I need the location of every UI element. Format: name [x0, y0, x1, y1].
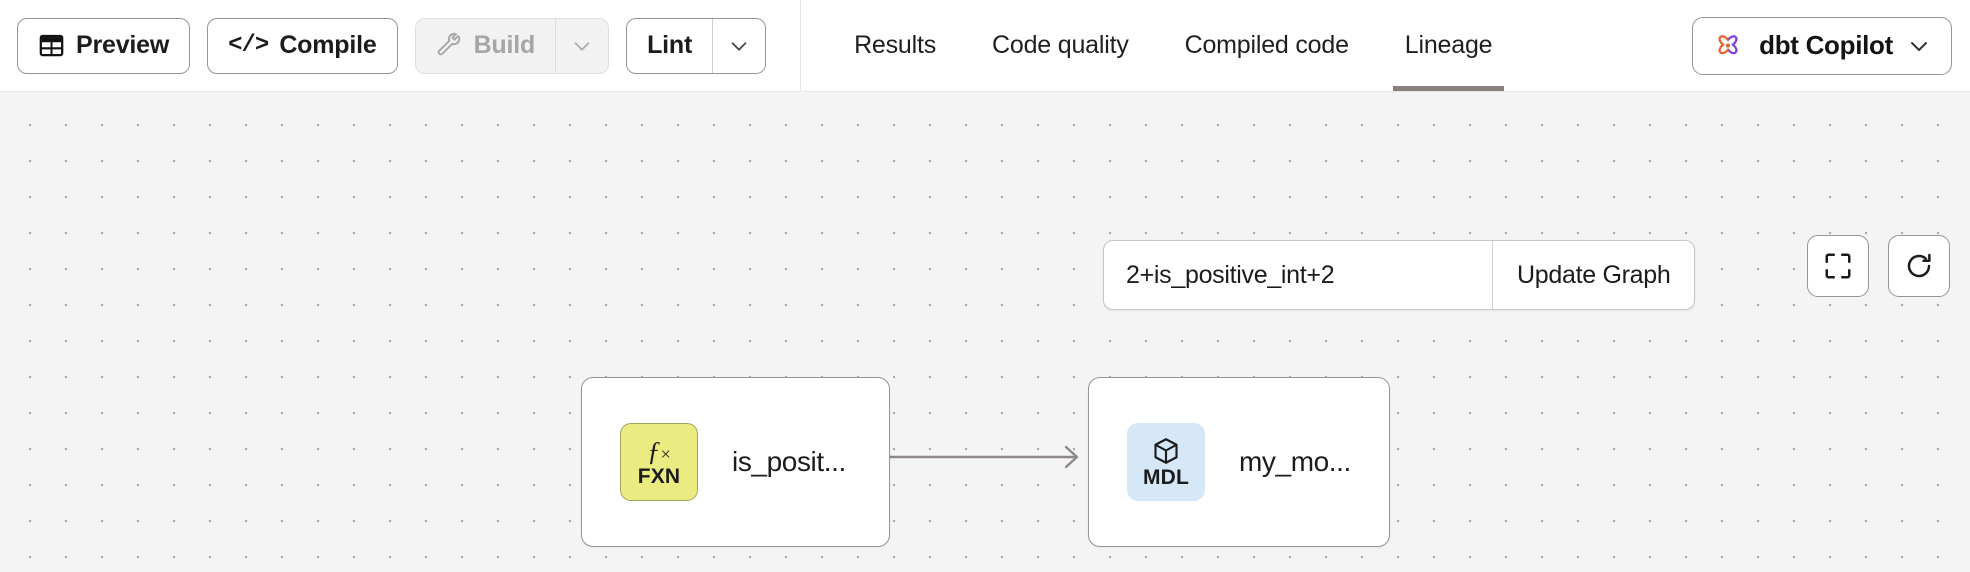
- canvas-controls: [1807, 235, 1950, 297]
- dbt-copilot-button[interactable]: dbt Copilot: [1692, 16, 1952, 75]
- build-button-group: Build: [414, 17, 610, 74]
- chevron-down-icon: [1907, 34, 1931, 58]
- chevron-down-icon: [728, 35, 750, 57]
- fxn-badge: ƒ× FXN: [620, 423, 698, 501]
- refresh-icon: [1904, 251, 1934, 281]
- dbt-copilot-label: dbt Copilot: [1759, 30, 1893, 60]
- fx-icon: ƒ×: [647, 435, 671, 466]
- action-toolbar: Preview </> Compile Build: [0, 0, 767, 91]
- tab-lineage-label: Lineage: [1404, 31, 1493, 59]
- fxn-badge-label: FXN: [637, 464, 681, 488]
- build-button-label: Build: [473, 31, 536, 59]
- preview-button-label: Preview: [76, 31, 170, 59]
- graph-selector: Update Graph: [1103, 240, 1696, 310]
- tab-compiled-code-label: Compiled code: [1184, 31, 1349, 59]
- table-icon: [38, 32, 65, 59]
- toolbar-tabs-divider: [800, 0, 801, 91]
- cube-icon: [1151, 436, 1181, 466]
- tab-code-quality-label: Code quality: [992, 31, 1129, 59]
- lineage-edge: [880, 445, 1079, 469]
- dbt-copilot-star-icon: [1711, 29, 1745, 63]
- wrench-icon: [436, 32, 463, 59]
- chevron-down-icon: [571, 35, 593, 57]
- compile-button-label: Compile: [279, 31, 377, 59]
- fit-view-icon: [1823, 251, 1853, 281]
- lint-button[interactable]: Lint: [627, 19, 712, 73]
- tab-results[interactable]: Results: [826, 0, 964, 91]
- header-bar: Preview </> Compile Build: [0, 0, 1970, 92]
- build-button: Build: [416, 19, 556, 73]
- tab-results-label: Results: [854, 31, 937, 59]
- lineage-canvas[interactable]: Update Graph: [0, 92, 1970, 572]
- update-graph-button[interactable]: Update Graph: [1492, 241, 1694, 309]
- fit-view-button[interactable]: [1807, 235, 1869, 297]
- tab-compiled-code[interactable]: Compiled code: [1157, 0, 1377, 91]
- build-dropdown-toggle: [555, 18, 608, 73]
- tab-lineage[interactable]: Lineage: [1377, 0, 1521, 91]
- code-icon: </>: [228, 32, 269, 59]
- panel-tabs: Results Code quality Compiled code Linea…: [826, 0, 1520, 91]
- mdl-badge-label: MDL: [1142, 466, 1190, 489]
- lineage-node-function-title: is_posit...: [732, 446, 846, 477]
- lineage-node-model[interactable]: MDL my_mo...: [1088, 377, 1390, 547]
- compile-button[interactable]: </> Compile: [207, 17, 398, 74]
- lint-button-group[interactable]: Lint: [626, 17, 767, 74]
- preview-button[interactable]: Preview: [17, 17, 191, 74]
- lint-dropdown-toggle[interactable]: [712, 18, 765, 73]
- reset-view-button[interactable]: [1888, 235, 1950, 297]
- mdl-badge: MDL: [1127, 423, 1205, 501]
- graph-selector-input[interactable]: [1104, 241, 1492, 309]
- lineage-node-function[interactable]: ƒ× FXN is_posit...: [581, 377, 890, 547]
- tab-code-quality[interactable]: Code quality: [964, 0, 1157, 91]
- lint-button-label: Lint: [647, 31, 693, 59]
- lineage-node-model-title: my_mo...: [1239, 446, 1351, 477]
